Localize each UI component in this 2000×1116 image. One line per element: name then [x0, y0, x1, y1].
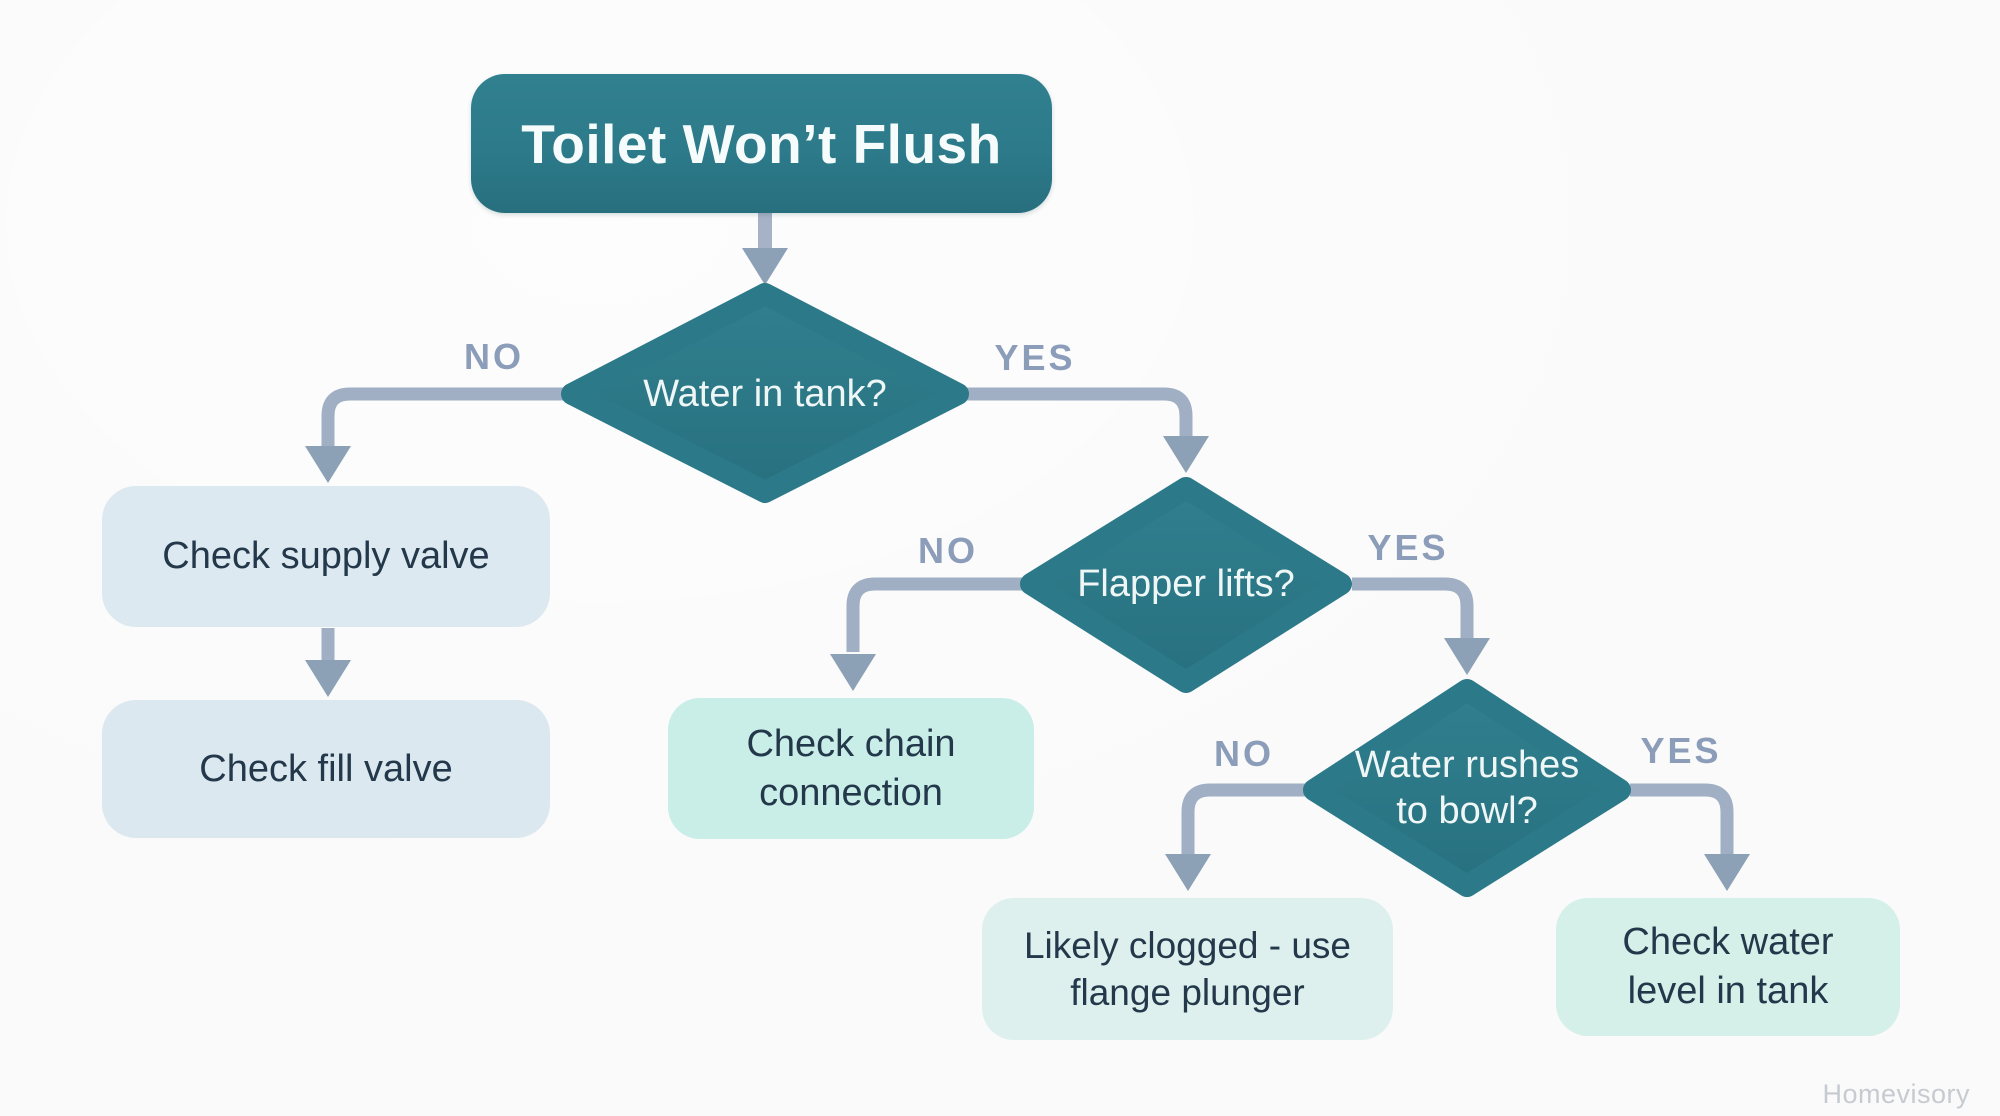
- decision-diamond-water-in-tank: [561, 283, 969, 503]
- action-box-check-supply-valve: Check supply valve: [102, 486, 550, 627]
- connector-water-rushes-yes: [1630, 783, 1734, 854]
- decision-label-water-rushes: Water rushes to bowl?: [1354, 743, 1580, 832]
- branch-label-no-water-rushes: NO: [1214, 733, 1274, 774]
- connector-flapper-lifts-no: [846, 577, 1030, 652]
- arrowhead-down-icon: [830, 654, 876, 691]
- arrowhead-down-icon: [305, 660, 351, 697]
- action-box-check-chain-connection: Check chain connection: [668, 698, 1034, 839]
- branch-label-no-flapper-lifts: NO: [918, 530, 978, 571]
- arrowhead-down-icon: [1444, 638, 1490, 675]
- connector-flapper-lifts-yes: [1352, 577, 1474, 638]
- arrowhead-down-icon: [742, 248, 788, 285]
- arrowhead-down-icon: [1165, 854, 1211, 891]
- connector-water-in-tank-no: [321, 387, 565, 446]
- connector-water-rushes-no: [1181, 783, 1305, 854]
- page-title: Toilet Won’t Flush: [521, 112, 1002, 175]
- action-box-likely-clogged: Likely clogged - use flange plunger: [982, 898, 1393, 1040]
- branch-label-no-water-in-tank: NO: [464, 336, 524, 377]
- decision-diamond-flapper-lifts: [1020, 477, 1352, 693]
- action-box-check-fill-valve: Check fill valve: [102, 700, 550, 838]
- decision-label-water-in-tank: Water in tank?: [643, 372, 887, 415]
- arrowhead-down-icon: [1163, 436, 1209, 473]
- arrowhead-down-icon: [1704, 854, 1750, 891]
- watermark-text: Homevisory: [1822, 1079, 1970, 1109]
- decision-label-flapper-lifts: Flapper lifts?: [1077, 562, 1295, 605]
- connector-water-in-tank-yes: [965, 387, 1193, 436]
- branch-label-yes-flapper-lifts: YES: [1367, 527, 1449, 568]
- arrowhead-down-icon: [305, 446, 351, 483]
- title-node: Toilet Won’t Flush: [471, 74, 1052, 213]
- action-box-check-water-level: Check water level in tank: [1556, 898, 1900, 1036]
- branch-label-yes-water-in-tank: YES: [994, 337, 1076, 378]
- decision-diamond-water-rushes: [1303, 679, 1631, 897]
- branch-label-yes-water-rushes: YES: [1640, 730, 1722, 771]
